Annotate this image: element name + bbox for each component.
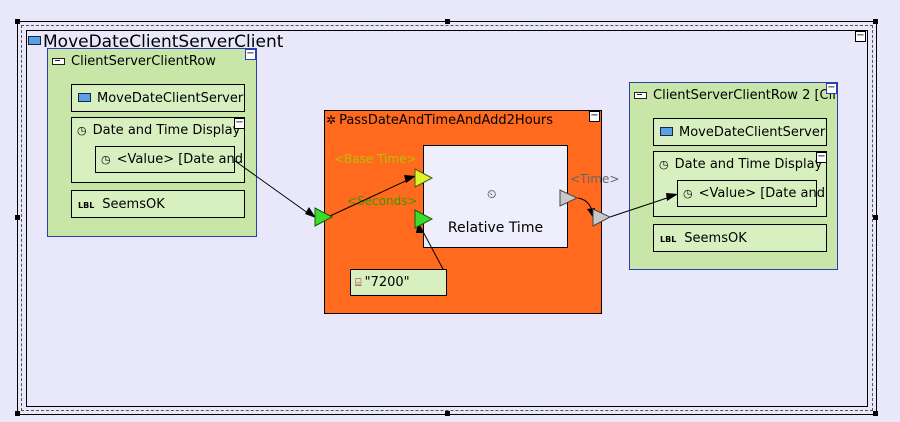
pass-block-collapse-icon[interactable]: − bbox=[589, 110, 600, 122]
component-chip-icon bbox=[660, 127, 673, 136]
port-time-output bbox=[559, 189, 579, 207]
port-label-base-time: <Base Time> bbox=[334, 152, 417, 166]
connector-left-value-to-input bbox=[234, 160, 313, 217]
connector-output-to-right-value bbox=[609, 194, 677, 218]
arrowhead-base-time bbox=[404, 175, 416, 183]
clock-icon: ◷ bbox=[659, 158, 669, 171]
right-date-time-display-title: ◷Date and Time Display bbox=[659, 157, 823, 172]
right-row-title: ClientServerClientRow 2 [Cli bbox=[634, 86, 836, 106]
left-display-collapse-icon[interactable]: − bbox=[234, 117, 245, 129]
port-label-time: <Time> bbox=[570, 172, 620, 186]
arrowhead-left-input bbox=[305, 207, 316, 218]
component-bar-icon bbox=[52, 58, 65, 65]
port-label-seconds: <Seconds> bbox=[347, 194, 418, 208]
component-bar-icon bbox=[634, 92, 647, 99]
constant-7200-field[interactable]: ⌸"7200" bbox=[350, 269, 447, 296]
stopwatch-icon: ⏲ bbox=[487, 187, 497, 201]
left-row-item-movedate[interactable]: MoveDateClientServer bbox=[71, 84, 245, 112]
relative-time-label: Relative Time bbox=[447, 220, 544, 236]
right-display-collapse-icon[interactable]: − bbox=[816, 151, 827, 163]
left-row-title: ClientServerClientRow bbox=[52, 52, 242, 72]
arrowhead-right-value bbox=[666, 193, 678, 201]
connector-input-to-base-time bbox=[329, 177, 413, 217]
clock-icon: ◷ bbox=[683, 187, 693, 200]
label-icon: LBL bbox=[78, 201, 95, 210]
outer-selection-frame[interactable] bbox=[15, 19, 878, 416]
component-chip-icon bbox=[78, 93, 91, 102]
gear-icon: ✲ bbox=[326, 113, 337, 127]
label-icon: LBL bbox=[660, 235, 677, 244]
port-seconds bbox=[414, 209, 434, 229]
left-value-field[interactable]: ◷<Value> [Date and bbox=[95, 146, 243, 173]
clock-icon: ◷ bbox=[101, 153, 111, 166]
right-row-collapse-icon[interactable]: − bbox=[826, 82, 837, 94]
right-value-field[interactable]: ◷<Value> [Date and bbox=[677, 180, 825, 207]
clock-icon: ◷ bbox=[77, 124, 87, 137]
port-block-input bbox=[314, 207, 334, 227]
component-chip-icon bbox=[28, 36, 41, 45]
left-row-collapse-icon[interactable]: − bbox=[245, 48, 256, 60]
constant-icon: ⌸ bbox=[355, 276, 362, 289]
port-base-time bbox=[414, 168, 434, 188]
port-block-output bbox=[592, 208, 612, 227]
right-row-item-movedate[interactable]: MoveDateClientServer bbox=[653, 118, 827, 146]
diagram-title: MoveDateClientServerClient bbox=[28, 31, 283, 53]
connector-constant-to-seconds bbox=[419, 225, 444, 270]
pass-block-title: ✲PassDateAndTimeAndAdd2Hours bbox=[326, 113, 554, 128]
diagram-collapse-icon[interactable]: − bbox=[855, 30, 866, 42]
left-date-time-display-title: ◷Date and Time Display bbox=[77, 123, 241, 138]
relative-time-box[interactable] bbox=[423, 145, 568, 248]
outer-selection-dashed bbox=[21, 25, 873, 411]
